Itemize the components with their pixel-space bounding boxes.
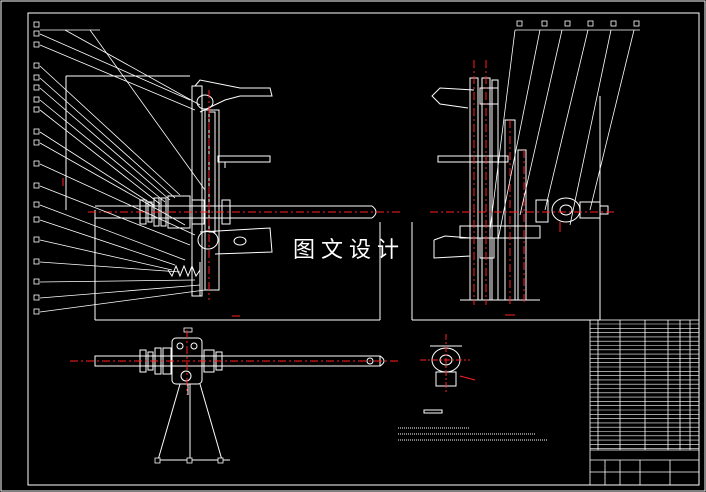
leader-lines-left <box>39 29 206 313</box>
title-block-table <box>589 319 700 486</box>
part-balloons-left <box>33 21 40 315</box>
watermark-text: 图文设计 <box>293 238 406 263</box>
inner-border <box>27 12 700 486</box>
part-balloons-bottom <box>154 327 224 464</box>
leader-lines-right <box>489 29 640 241</box>
top-view-bottom <box>94 337 385 461</box>
center-lines-left <box>62 90 400 317</box>
title-block-rows <box>590 323 699 450</box>
front-view-left <box>65 75 381 321</box>
center-lines-right <box>430 60 614 316</box>
technical-notes <box>398 427 548 441</box>
center-line-detail <box>420 334 476 392</box>
part-balloons-right <box>516 20 640 27</box>
section-detail-small <box>423 345 462 414</box>
center-line-bottom <box>70 330 400 395</box>
